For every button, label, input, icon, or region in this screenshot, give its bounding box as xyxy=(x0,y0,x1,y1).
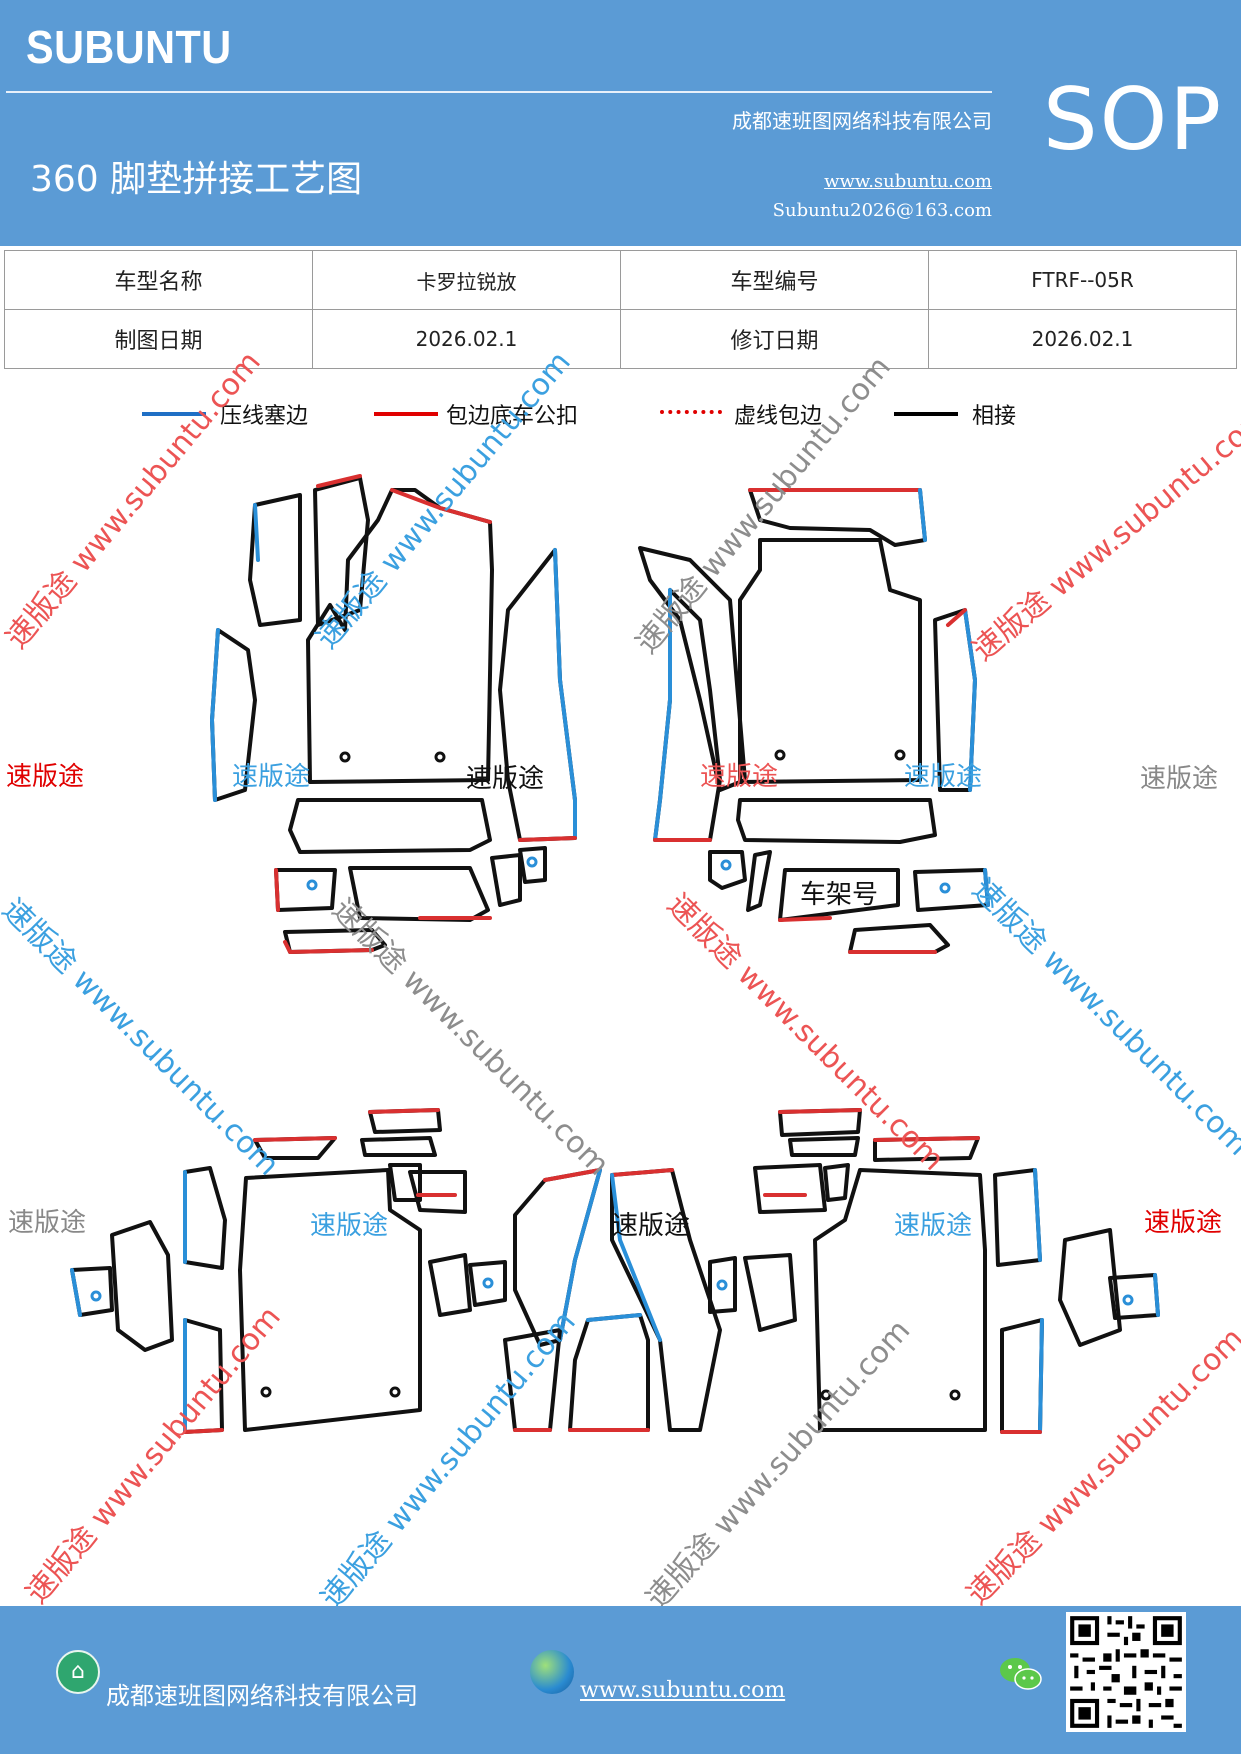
mat-piece xyxy=(288,798,492,854)
mat-piece xyxy=(306,488,494,784)
brand-mark: 速版途 xyxy=(8,1208,87,1238)
mat-piece xyxy=(653,588,722,842)
mat-piece xyxy=(183,1166,227,1270)
mat-piece xyxy=(1058,1228,1122,1347)
mat-piece xyxy=(498,548,577,842)
mat-piece xyxy=(503,1328,562,1432)
header-divider xyxy=(6,91,992,93)
table-value: 2026.02.1 xyxy=(312,309,621,369)
mat-piece xyxy=(848,923,950,954)
brand-logo: SUBUNTU xyxy=(26,21,232,73)
legend-swatch-red-dotted xyxy=(660,410,722,414)
mat-piece xyxy=(368,1108,442,1134)
mat-piece xyxy=(313,474,370,627)
mat-piece xyxy=(1108,1273,1160,1320)
header-email[interactable]: Subuntu2026@163.com xyxy=(772,200,992,221)
document-title: 360 脚垫拼接工艺图 xyxy=(30,159,363,200)
legend-swatch-red xyxy=(374,412,438,416)
brand-mark: 速版途 xyxy=(6,762,85,792)
mat-piece xyxy=(778,868,900,922)
mat-piece xyxy=(933,608,977,792)
mat-piece xyxy=(708,850,772,912)
mat-piece xyxy=(708,1253,797,1332)
mat-piece xyxy=(490,846,547,907)
brand-mark: 速版途 xyxy=(310,1211,389,1241)
footer-company: 成都速班图网络科技有限公司 xyxy=(106,1682,418,1710)
table-label: 制图日期 xyxy=(4,309,313,369)
mat-piece xyxy=(348,866,492,922)
legend-swatch-blue xyxy=(142,412,206,416)
legend-label: 虚线包边 xyxy=(734,404,823,429)
mat-piece xyxy=(568,1313,650,1432)
mat-piece xyxy=(993,1168,1042,1267)
mat-pattern-drawing xyxy=(70,474,1160,1434)
sop-badge: SOP xyxy=(1043,70,1224,170)
brand-mark: 速版途 xyxy=(1140,764,1219,794)
header-band: SUBUNTU 360 脚垫拼接工艺图 成都速班图网络科技有限公司 www.su… xyxy=(0,0,1241,246)
mat-piece xyxy=(753,1163,850,1214)
mat-piece xyxy=(70,1266,114,1317)
mat-piece xyxy=(1000,1318,1044,1434)
home-icon: ⌂ xyxy=(56,1650,100,1694)
table-value: 卡罗拉锐放 xyxy=(312,250,621,310)
brand-mark: 速版途 xyxy=(466,764,545,794)
header-company: 成都速班图网络科技有限公司 xyxy=(732,109,992,133)
footer-band: ⌂ 成都速班图网络科技有限公司 www.subuntu.com xyxy=(0,1606,1241,1754)
table-label: 修订日期 xyxy=(620,309,929,369)
mat-piece xyxy=(873,1136,980,1162)
brand-mark: 速版途 xyxy=(612,1211,691,1241)
mat-piece xyxy=(283,928,387,954)
legend-label: 包边底车公扣 xyxy=(446,404,579,429)
mat-piece xyxy=(428,1253,507,1317)
brand-mark: 速版途 xyxy=(700,762,779,792)
legend-swatch-black xyxy=(894,412,958,416)
mat-piece xyxy=(253,1136,437,1160)
table-value: 2026.02.1 xyxy=(928,309,1237,369)
mat-piece xyxy=(610,1168,722,1432)
mat-piece xyxy=(238,1168,422,1432)
mat-piece xyxy=(248,493,302,627)
mat-piece xyxy=(913,868,990,912)
frame-number-label: 车架号 xyxy=(800,880,879,910)
brand-mark: 速版途 xyxy=(1144,1208,1223,1238)
qr-code[interactable] xyxy=(1066,1612,1186,1732)
legend-label: 相接 xyxy=(972,404,1017,429)
table-row: 制图日期 2026.02.1 修订日期 2026.02.1 xyxy=(4,309,1237,369)
mat-piece xyxy=(388,1163,467,1214)
mat-piece xyxy=(813,1168,987,1432)
mat-piece xyxy=(736,798,937,844)
brand-mark: 速版途 xyxy=(894,1211,973,1241)
brand-mark: 速版途 xyxy=(232,762,311,792)
mat-piece xyxy=(513,1168,602,1347)
mat-piece xyxy=(748,488,927,547)
vehicle-info-table: 车型名称 卡罗拉锐放 车型编号 FTRF--05R 制图日期 2026.02.1… xyxy=(4,250,1237,369)
mat-piece xyxy=(738,538,922,784)
mat-piece xyxy=(110,1220,174,1352)
globe-icon xyxy=(530,1650,574,1694)
table-label: 车型名称 xyxy=(4,250,313,310)
legend-label: 压线塞边 xyxy=(220,404,309,429)
header-website-link[interactable]: www.subuntu.com xyxy=(824,171,992,192)
table-label: 车型编号 xyxy=(620,250,929,310)
mat-piece xyxy=(778,1108,862,1157)
footer-website-link[interactable]: www.subuntu.com xyxy=(580,1678,786,1703)
legend: 压线塞边 包边底车公扣 虚线包边 相接 xyxy=(0,398,1241,438)
brand-mark: 速版途 xyxy=(904,762,983,792)
mat-piece xyxy=(183,1318,224,1434)
mat-piece xyxy=(274,868,337,912)
table-value: FTRF--05R xyxy=(928,250,1237,310)
mat-piece xyxy=(210,628,257,802)
table-row: 车型名称 卡罗拉锐放 车型编号 FTRF--05R xyxy=(4,250,1237,310)
wechat-icon[interactable] xyxy=(998,1654,1044,1694)
